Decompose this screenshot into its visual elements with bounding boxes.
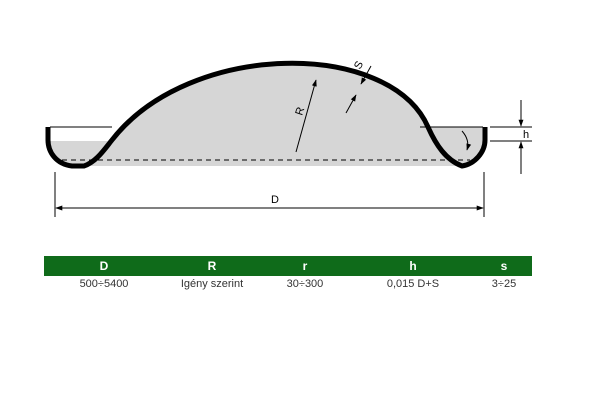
header-r: r	[302, 259, 308, 273]
label-D: D	[271, 194, 279, 206]
table-header-row: D R r h s	[44, 256, 532, 276]
knuckle-radius-arrow	[461, 130, 472, 151]
label-R: R	[293, 106, 307, 117]
cell-D-value: 500÷5400	[79, 278, 129, 290]
table-row: 500÷5400 Igény szerint 30÷300 0,015 D+S …	[44, 276, 532, 298]
radius-arrow	[295, 79, 317, 153]
header-s: s	[500, 259, 508, 273]
header-h: h	[409, 259, 417, 273]
cell-R-value: Igény szerint	[180, 278, 244, 290]
header-D: D	[99, 259, 109, 273]
dished-head-drawing: R S h D	[45, 59, 532, 217]
cell-h-value: 0,015 D+S	[386, 278, 440, 290]
header-R: R	[207, 259, 217, 273]
dimension-table: D R r h s 500÷5400 Igény szerint 30÷300 …	[44, 256, 532, 298]
thickness-arrow-outer	[360, 65, 372, 85]
head-body-fill	[48, 63, 485, 166]
cell-s-value: 3÷25	[491, 278, 517, 290]
head-outer-contour	[45, 60, 488, 169]
label-h: h	[523, 129, 529, 141]
thickness-arrow-inner	[345, 94, 357, 114]
cell-r-value: 30÷300	[286, 278, 324, 290]
